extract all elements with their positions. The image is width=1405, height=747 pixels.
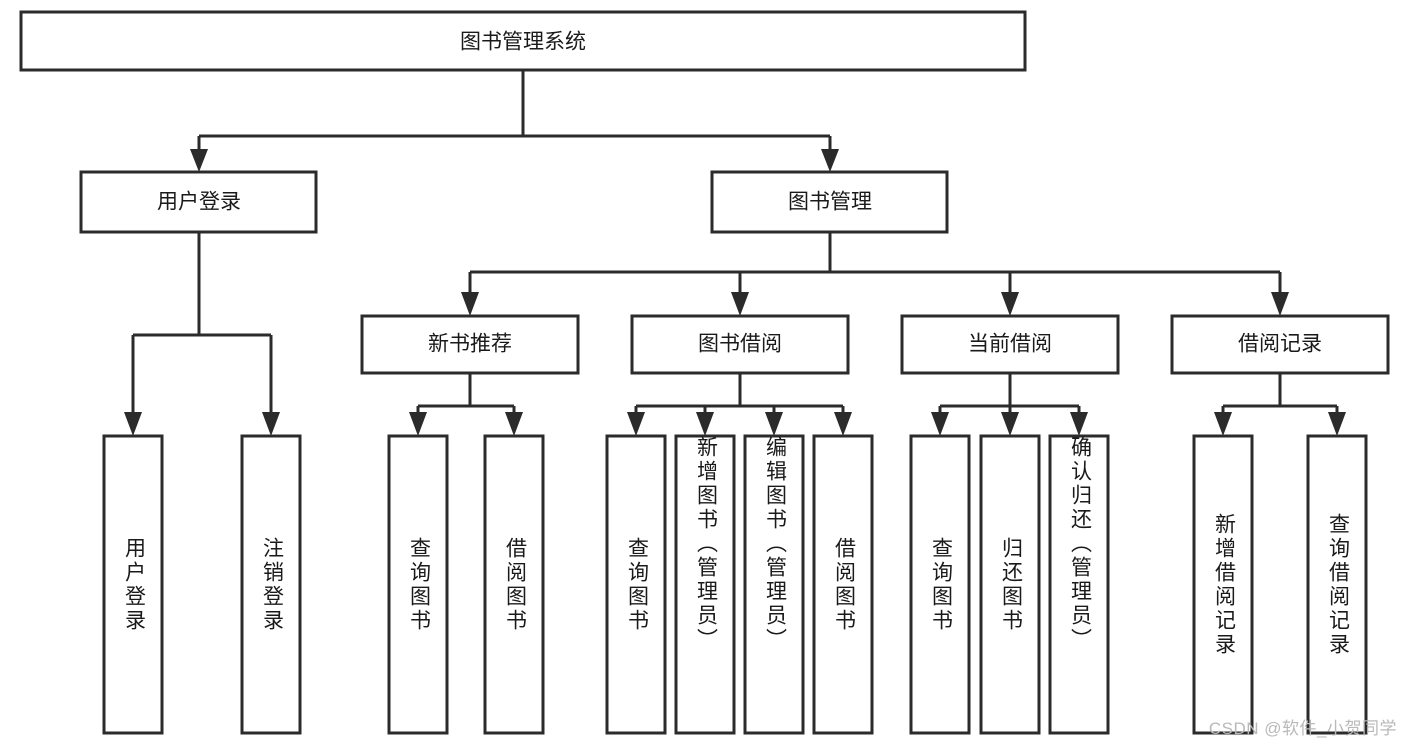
- node-borrow-record-label: 借阅记录: [1238, 333, 1322, 356]
- arrowhead-leaf-user-login: [124, 412, 142, 436]
- arrowhead-bookborrow-leaf-2: [696, 412, 714, 436]
- leaf-box-logout[interactable]: [240, 434, 302, 735]
- arrowhead-currentborrow-leaf-2: [1001, 412, 1019, 436]
- node-borrow-record-box[interactable]: [1170, 314, 1390, 375]
- leaf-box-newbook-query-book[interactable]: [387, 434, 449, 735]
- leaf-box-newbook-borrow-book[interactable]: [483, 434, 545, 735]
- arrowhead-bookborrow-leaf-3: [765, 412, 783, 436]
- node-root[interactable]: 图书管理系统: [19, 10, 1027, 72]
- node-new-book-recommend-box[interactable]: [360, 314, 580, 375]
- node-current-borrow-label: 当前借阅: [968, 333, 1052, 356]
- leaf-box-current-query-book[interactable]: [909, 434, 971, 735]
- connectors-group: [124, 70, 1346, 436]
- arrowhead-borrowrecord-leaf-2: [1328, 412, 1346, 436]
- arrowhead-borrowrecord: [1271, 292, 1289, 316]
- arrowhead-borrowrecord-leaf-1: [1214, 412, 1232, 436]
- arrowhead-bookborrow-leaf-4: [834, 412, 852, 436]
- node-book-management-box[interactable]: [710, 170, 949, 234]
- arrowhead-currentborrow-leaf-3: [1070, 412, 1088, 436]
- arrowhead-newbook-leaf-2: [505, 412, 523, 436]
- leaf-box-borrow-edit-book[interactable]: [743, 434, 805, 735]
- leaf-box-current-confirm-return[interactable]: [1048, 434, 1110, 735]
- arrowhead-currentborrow: [1001, 292, 1019, 316]
- leaf-box-borrow-query-book[interactable]: [605, 434, 667, 735]
- node-root-label: 图书管理系统: [460, 31, 586, 54]
- node-new-book-recommend[interactable]: 新书推荐: [360, 314, 580, 375]
- leaf-box-user-login[interactable]: [102, 434, 164, 735]
- node-book-borrow-label: 图书借阅: [698, 333, 782, 356]
- node-current-borrow[interactable]: 当前借阅: [900, 314, 1120, 375]
- arrowhead-newbook: [461, 292, 479, 316]
- leaf-box-current-return-book[interactable]: [979, 434, 1041, 735]
- node-user-login[interactable]: 用户登录: [79, 170, 318, 234]
- node-new-book-recommend-label: 新书推荐: [428, 333, 512, 356]
- node-root-box[interactable]: [19, 10, 1027, 72]
- arrowhead-bookborrow-leaf-1: [627, 412, 645, 436]
- node-current-borrow-box[interactable]: [900, 314, 1120, 375]
- leaf-box-record-add-record[interactable]: [1192, 434, 1254, 735]
- leaf-box-borrow-borrow-book[interactable]: [812, 434, 874, 735]
- arrowhead-leaf-logout: [262, 412, 280, 436]
- node-book-management[interactable]: 图书管理: [710, 170, 949, 234]
- leaf-box-borrow-add-book[interactable]: [674, 434, 736, 735]
- arrowhead-user-login: [190, 149, 208, 172]
- node-user-login-box[interactable]: [79, 170, 318, 234]
- leaf-boxes-group: [102, 434, 1368, 735]
- arrowhead-newbook-leaf-1: [409, 412, 427, 436]
- arrowhead-bookborrow: [731, 292, 749, 316]
- node-borrow-record[interactable]: 借阅记录: [1170, 314, 1390, 375]
- arrowhead-currentborrow-leaf-1: [931, 412, 949, 436]
- leaf-box-record-query-record[interactable]: [1306, 434, 1368, 735]
- arrowhead-book-mgmt: [821, 149, 839, 172]
- node-book-borrow[interactable]: 图书借阅: [630, 314, 850, 375]
- node-book-management-label: 图书管理: [788, 191, 872, 214]
- node-book-borrow-box[interactable]: [630, 314, 850, 375]
- node-user-login-label: 用户登录: [157, 191, 241, 214]
